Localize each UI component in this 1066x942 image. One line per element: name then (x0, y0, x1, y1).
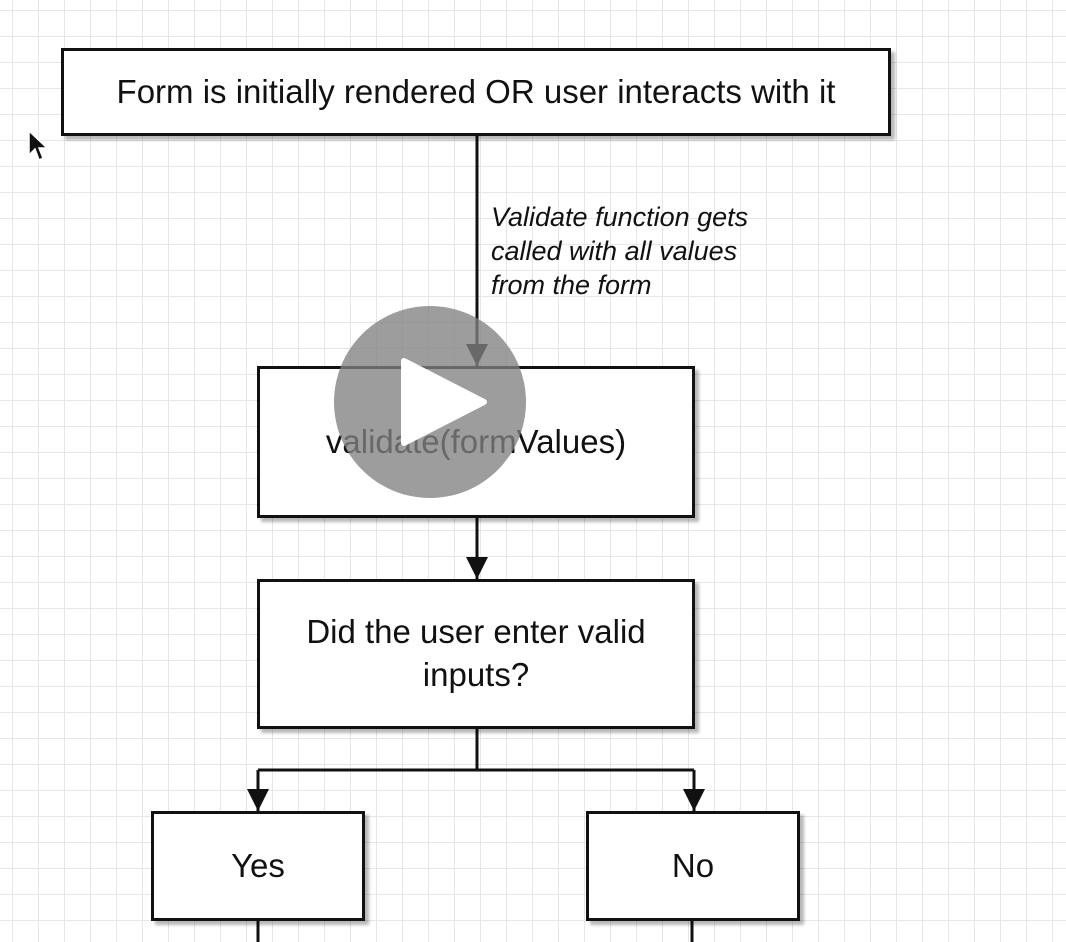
play-button[interactable] (334, 306, 526, 498)
edge-label-line-3: from the form (491, 270, 652, 300)
node-yes-label: Yes (231, 846, 285, 884)
mouse-pointer-icon (28, 130, 48, 162)
node-no: No (586, 811, 800, 921)
play-icon (401, 358, 487, 446)
node-valid-inputs-question: Did the user enter valid inputs? (257, 579, 695, 729)
node-yes: Yes (151, 811, 365, 921)
node-form-rendered: Form is initially rendered OR user inter… (61, 48, 891, 136)
arrowhead-question (466, 557, 488, 579)
arrowhead-yes (247, 789, 269, 811)
edge-label-validate: Validate function gets called with all v… (491, 200, 811, 302)
node-valid-inputs-question-label: Did the user enter valid inputs? (306, 613, 646, 693)
arrowhead-no (683, 789, 705, 811)
edge-label-line-2: called with all values (491, 236, 738, 266)
node-no-label: No (671, 846, 715, 884)
node-form-rendered-label: Form is initially rendered OR user inter… (116, 72, 836, 110)
edge-label-line-1: Validate function gets (491, 202, 749, 232)
